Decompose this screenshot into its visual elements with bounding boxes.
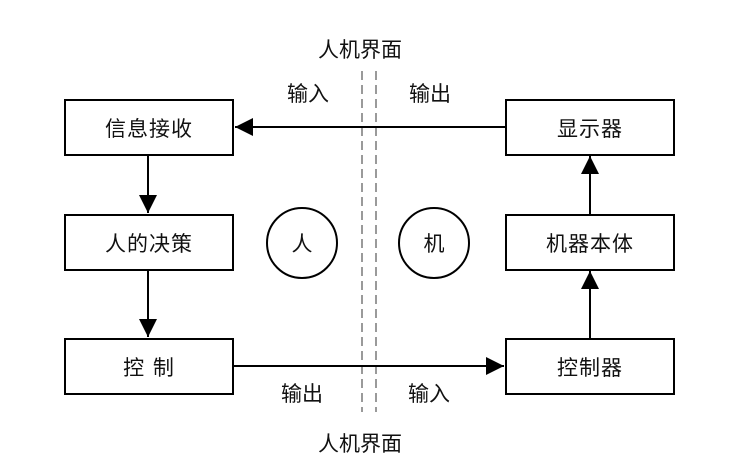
interface-label-top: 人机界面 [318, 38, 402, 62]
box-control: 控 制 [64, 338, 234, 395]
edge-label-bottom-input: 输入 [408, 382, 450, 406]
circle-machine: 机 [398, 207, 470, 279]
box-display: 显示器 [505, 99, 675, 156]
edge-label-bottom-output: 输出 [281, 382, 323, 406]
box-human-decision: 人的决策 [64, 214, 234, 271]
box-info-receive: 信息接收 [64, 99, 234, 156]
interface-label-bottom: 人机界面 [318, 432, 402, 456]
circle-human: 人 [266, 207, 338, 279]
box-controller: 控制器 [505, 338, 675, 395]
edge-label-top-output: 输出 [409, 82, 451, 106]
edge-label-top-input: 输入 [287, 82, 329, 106]
box-machine-body: 机器本体 [505, 214, 675, 271]
